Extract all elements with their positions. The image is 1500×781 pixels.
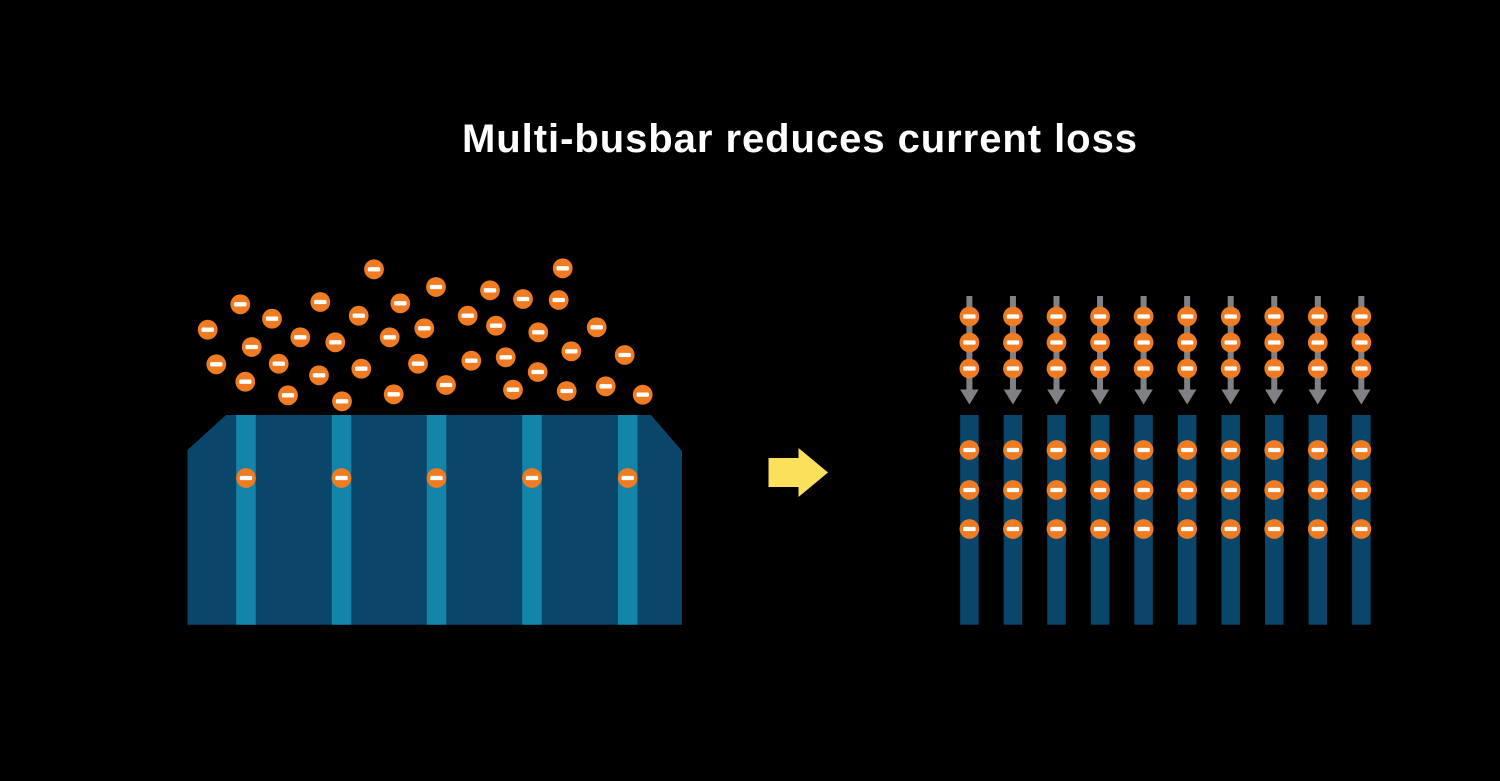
svg-text:Multi-busbar reduces current l: Multi-busbar reduces current loss — [462, 117, 1138, 161]
